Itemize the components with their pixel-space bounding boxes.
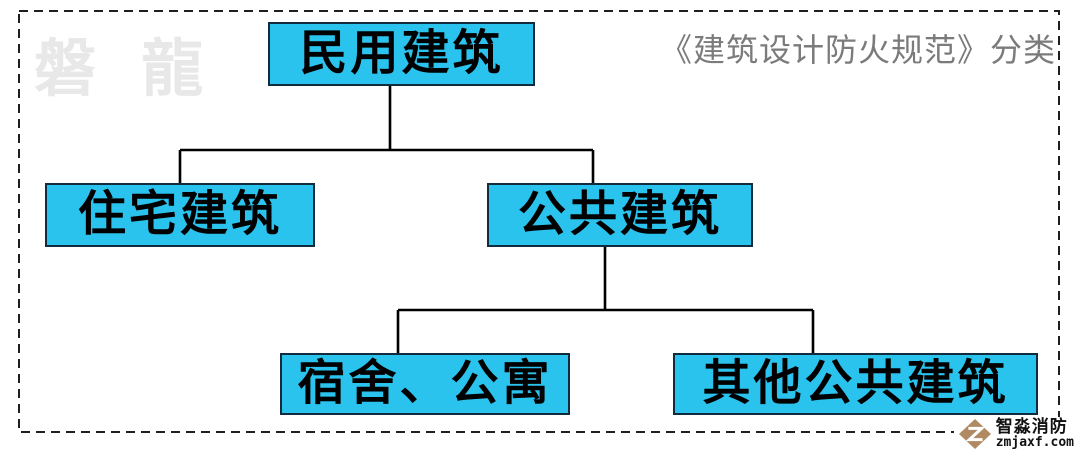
node-label: 其他公共建筑 [702,357,1009,410]
node-label: 民用建筑 [299,27,504,80]
node-residential-building: 住宅建筑 [45,183,315,247]
node-other-public-building: 其他公共建筑 [673,353,1038,415]
watermark-text: 磐 龍 [34,35,218,104]
node-label: 公共建筑 [517,188,722,241]
vendor-site: zmjaxf.com [995,435,1074,451]
node-dormitory-apartment: 宿舍、公寓 [280,353,570,415]
tree-edges [178,86,815,354]
dashed-border [18,10,1060,433]
node-public-building: 公共建筑 [487,183,753,247]
diagram-title: 《建筑设计防火规范》分类 [659,32,1056,68]
vendor-name: 智淼消防 [995,417,1068,437]
vendor-logo: 智淼消防 zmjaxf.com [953,417,1076,451]
vendor-logo-text: 智淼消防 zmjaxf.com [996,418,1074,449]
node-label: 住宅建筑 [77,188,282,241]
diamond-z-icon [958,418,991,450]
node-label: 宿舍、公寓 [297,357,553,410]
node-civil-building: 民用建筑 [268,22,535,86]
